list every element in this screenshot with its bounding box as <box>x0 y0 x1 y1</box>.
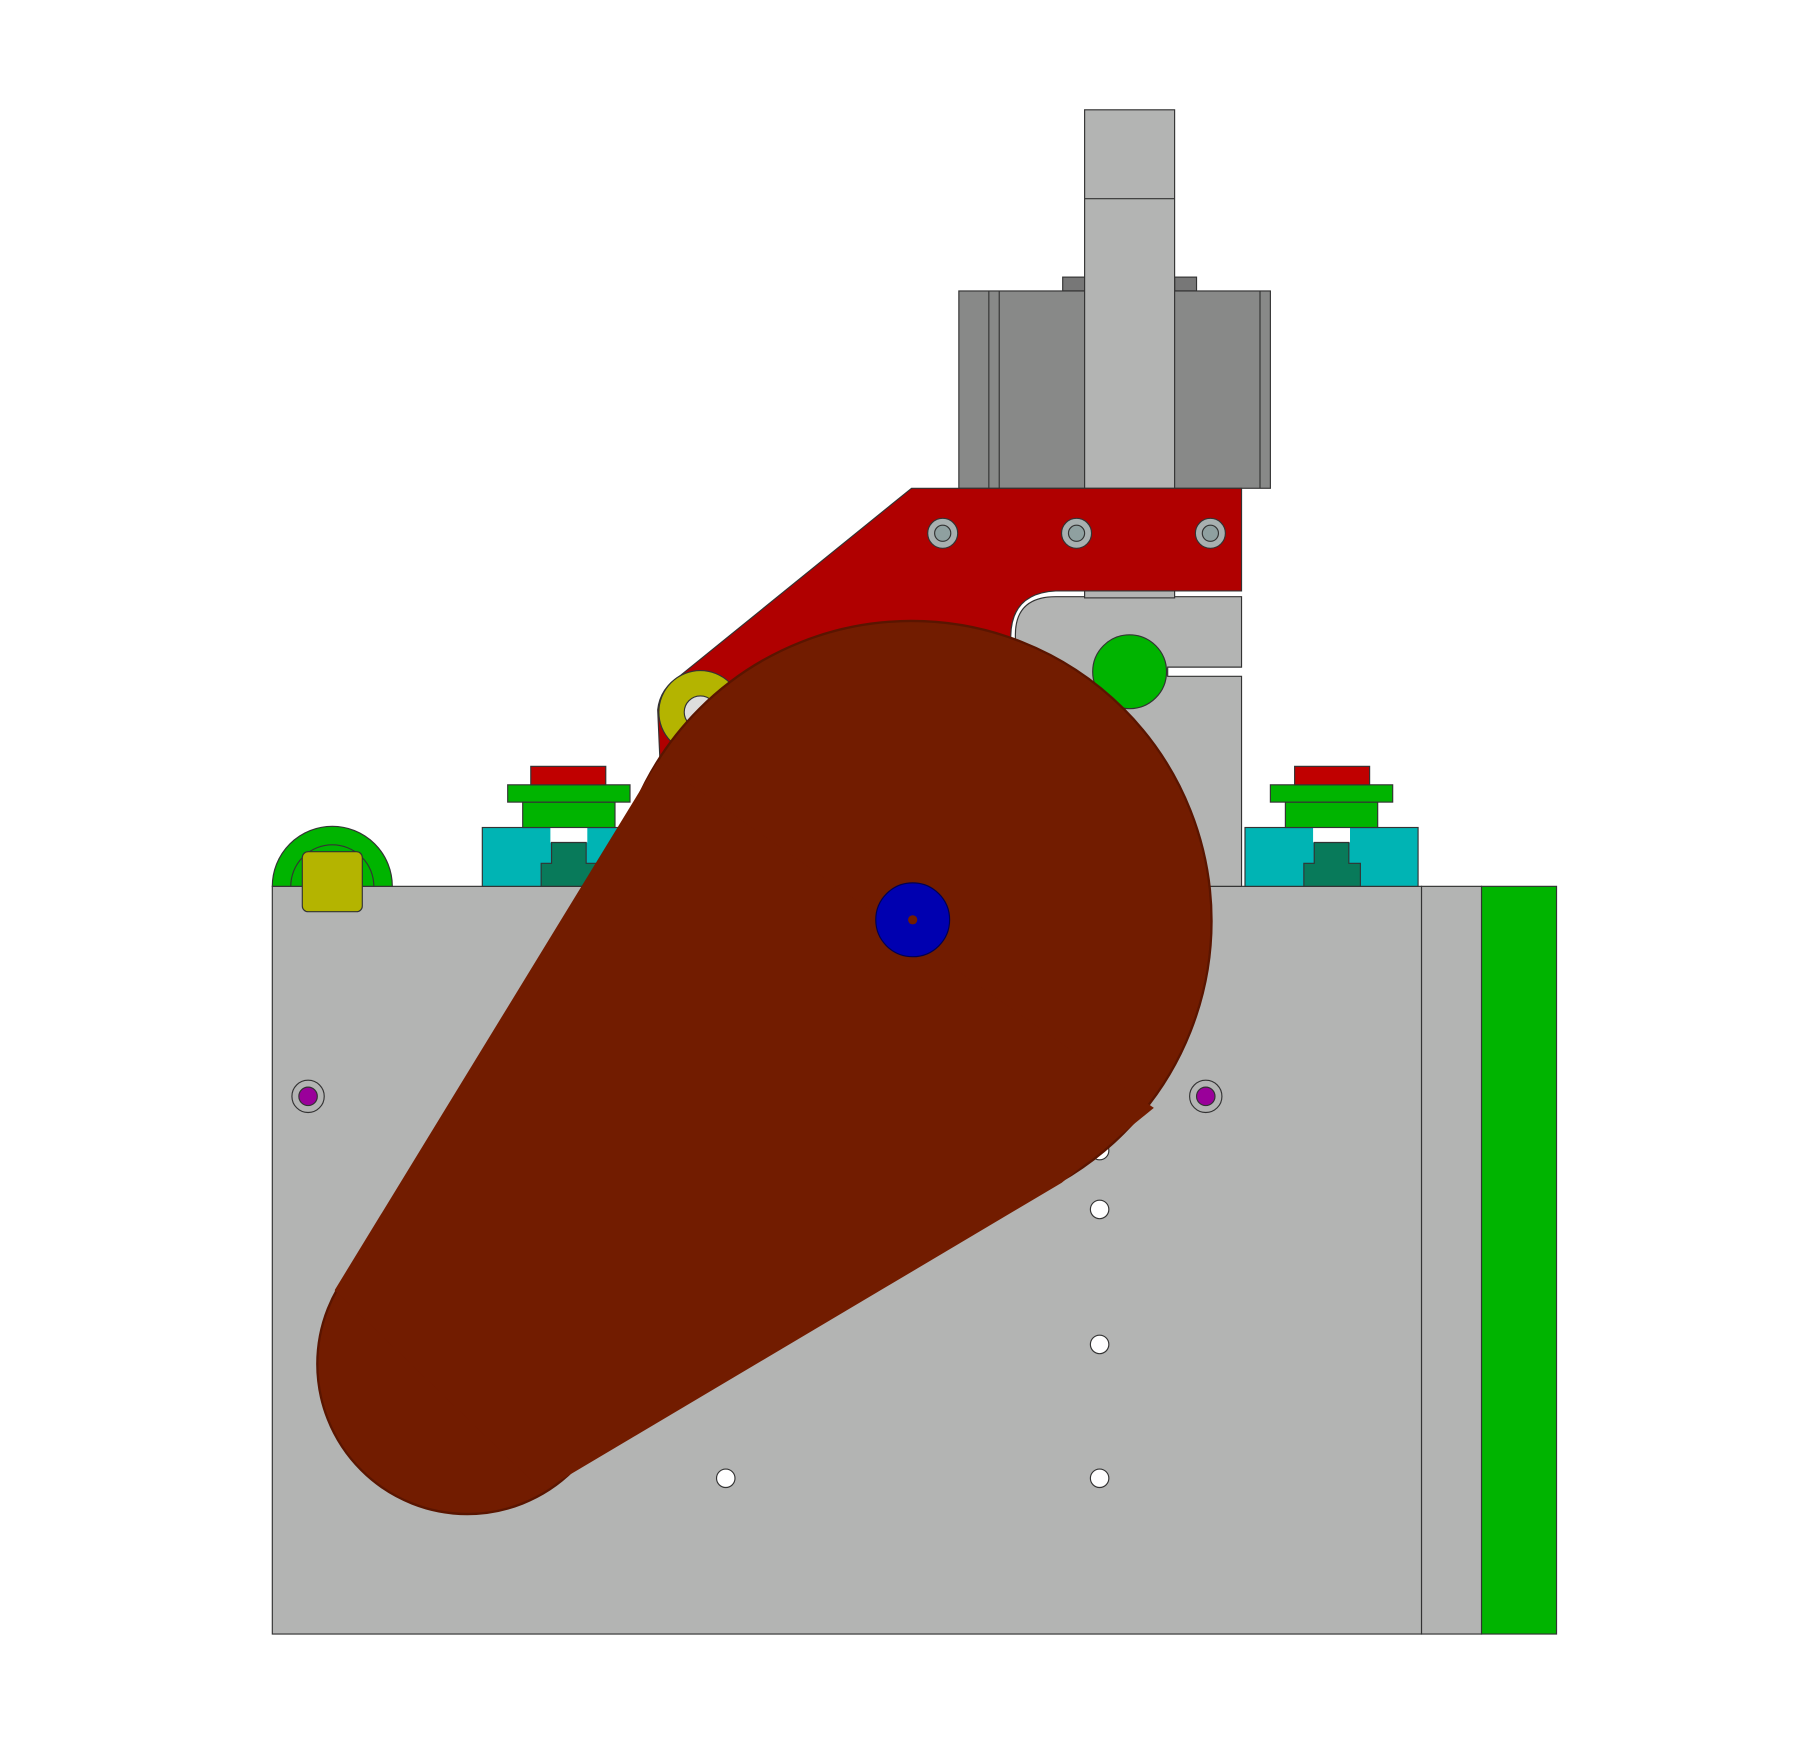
motor-tab-right <box>1174 276 1198 292</box>
purple-screw-core <box>298 1086 318 1107</box>
cam-body <box>334 761 1154 1491</box>
mounting-hole <box>1089 1468 1110 1489</box>
clamp-slot <box>550 827 588 843</box>
side-plate <box>1420 885 1483 1635</box>
cable-clamp-inner <box>290 844 375 887</box>
clamp-flange <box>1269 784 1394 803</box>
mounting-hole <box>1089 1334 1110 1355</box>
motor-tab-left <box>1062 276 1087 292</box>
mounting-hole <box>715 1468 736 1489</box>
mounting-hole <box>1089 1199 1110 1220</box>
cam-hub-center <box>908 915 918 925</box>
bracket-screw-inner <box>1201 524 1220 542</box>
purple-screw-core <box>1195 1086 1216 1107</box>
green-roller <box>1092 634 1168 710</box>
clamp-stem <box>522 801 616 829</box>
bracket-screw-inner <box>1067 524 1086 542</box>
clamp-stem <box>1284 801 1379 829</box>
motor-shaft <box>1084 109 1176 489</box>
clamp-cap <box>530 765 607 786</box>
clamp-slot <box>1313 827 1350 843</box>
bracket-screw-inner <box>934 524 952 542</box>
clamp-t-nut <box>1303 841 1361 887</box>
clamp-flange <box>507 784 631 803</box>
clamp-cap <box>1294 765 1371 786</box>
toggle-clamp-right <box>1244 765 1419 887</box>
green-rail <box>1480 885 1558 1635</box>
cable-block <box>301 851 363 913</box>
